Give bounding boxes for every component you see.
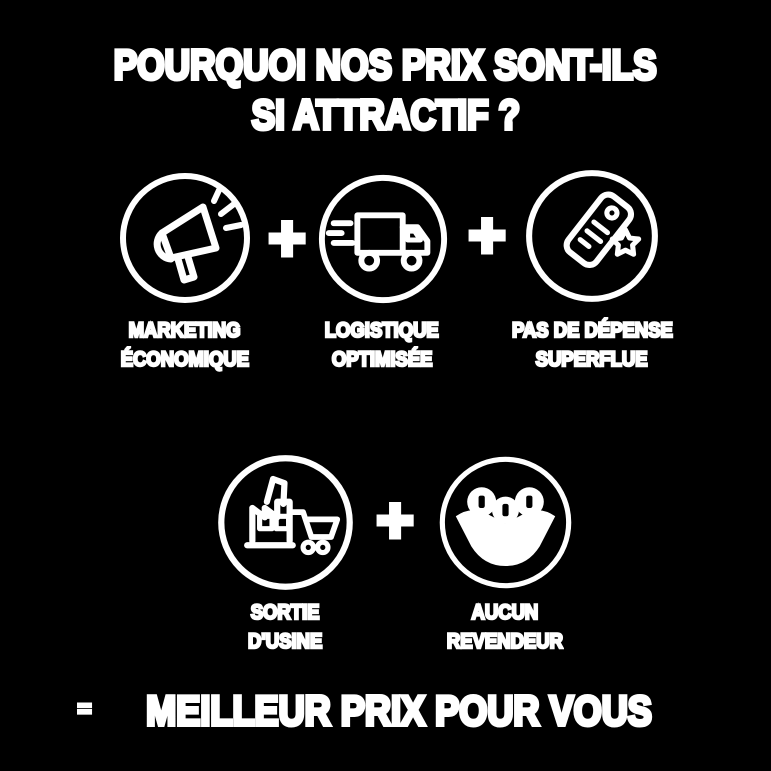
factory-cart-icon [213, 450, 358, 595]
page-title: POURQUOI NOS PRIX SONT-ILS SI ATTRACTIF … [0, 39, 771, 140]
equals-sign: = [76, 695, 93, 725]
delivery-truck-icon [314, 170, 452, 308]
page-title-line2: SI ATTRACTIF ? [250, 89, 522, 140]
price-tag-icon [521, 165, 663, 307]
hands-money-icon [433, 450, 578, 595]
footer-text: MEILLEUR PRIX POUR VOUS [145, 685, 654, 736]
label-pas-de-depense: PAS DE DÉPENSE SUPERFLUE [510, 318, 673, 373]
footer-tagline: = MEILLEUR PRIX POUR VOUS [0, 685, 771, 736]
plus-icon: + [374, 484, 416, 556]
plus-icon: + [466, 199, 508, 271]
megaphone-icon [115, 168, 255, 308]
label-aucun-revendeur: AUCUN REVENDEUR [446, 600, 564, 655]
label-marketing: MARKETING ÉCONOMIQUE [120, 318, 251, 373]
plus-icon: + [266, 202, 308, 274]
page-title-line1: POURQUOI NOS PRIX SONT-ILS [112, 39, 658, 90]
label-sortie-usine: SORTIE D'USINE [247, 600, 323, 655]
label-logistique: LOGISTIQUE OPTIMISÉE [324, 318, 440, 373]
